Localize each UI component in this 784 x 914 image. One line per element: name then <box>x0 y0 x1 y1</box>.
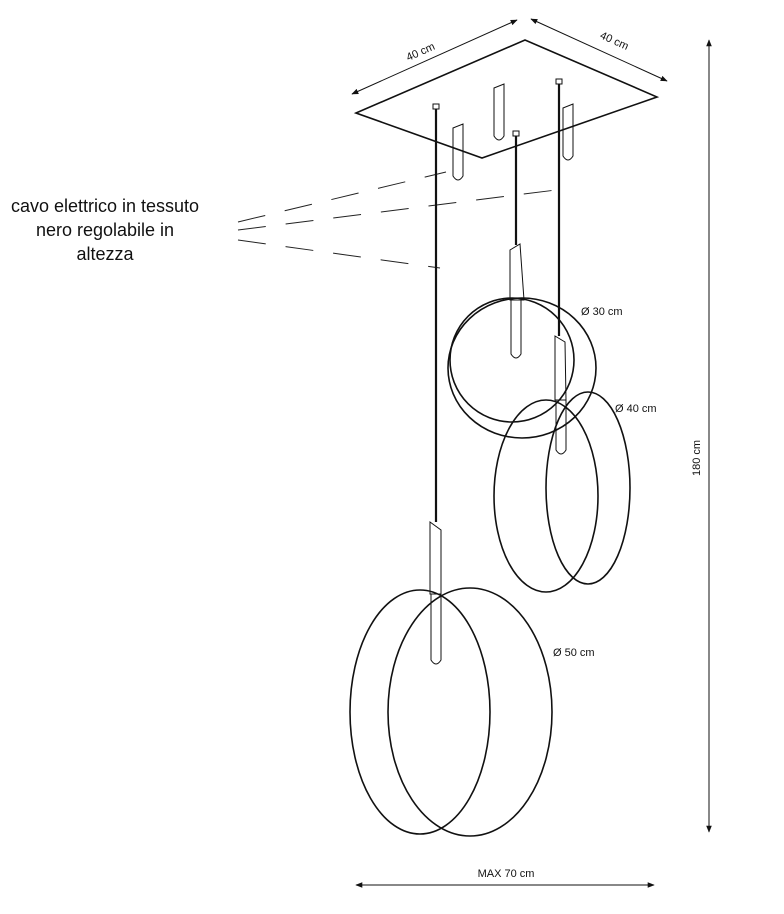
ceiling-canopy <box>353 39 660 159</box>
max-width-label: MAX 70 cm <box>478 868 535 880</box>
ring-medium-diameter-label: Ø 40 cm <box>615 403 657 415</box>
canopy-width-label: 40 cm <box>405 41 437 64</box>
ring-small-diameter-label: Ø 30 cm <box>581 306 623 318</box>
cable-description-note: cavo elettrico in tessuto nero regolabil… <box>10 196 200 264</box>
canopy-depth-dimension-line <box>530 18 668 82</box>
canopy-depth-label: 40 cm <box>598 30 630 53</box>
ring-large-diameter-label: Ø 50 cm <box>553 647 595 659</box>
height-label: 180 cm <box>691 440 703 476</box>
ring-medium <box>493 335 631 593</box>
cable-callout-leaders <box>237 171 557 269</box>
canopy-width-dimension-line <box>351 19 518 95</box>
ring-large <box>349 521 553 837</box>
cable-stubs <box>432 78 574 181</box>
ring-small <box>447 243 597 439</box>
